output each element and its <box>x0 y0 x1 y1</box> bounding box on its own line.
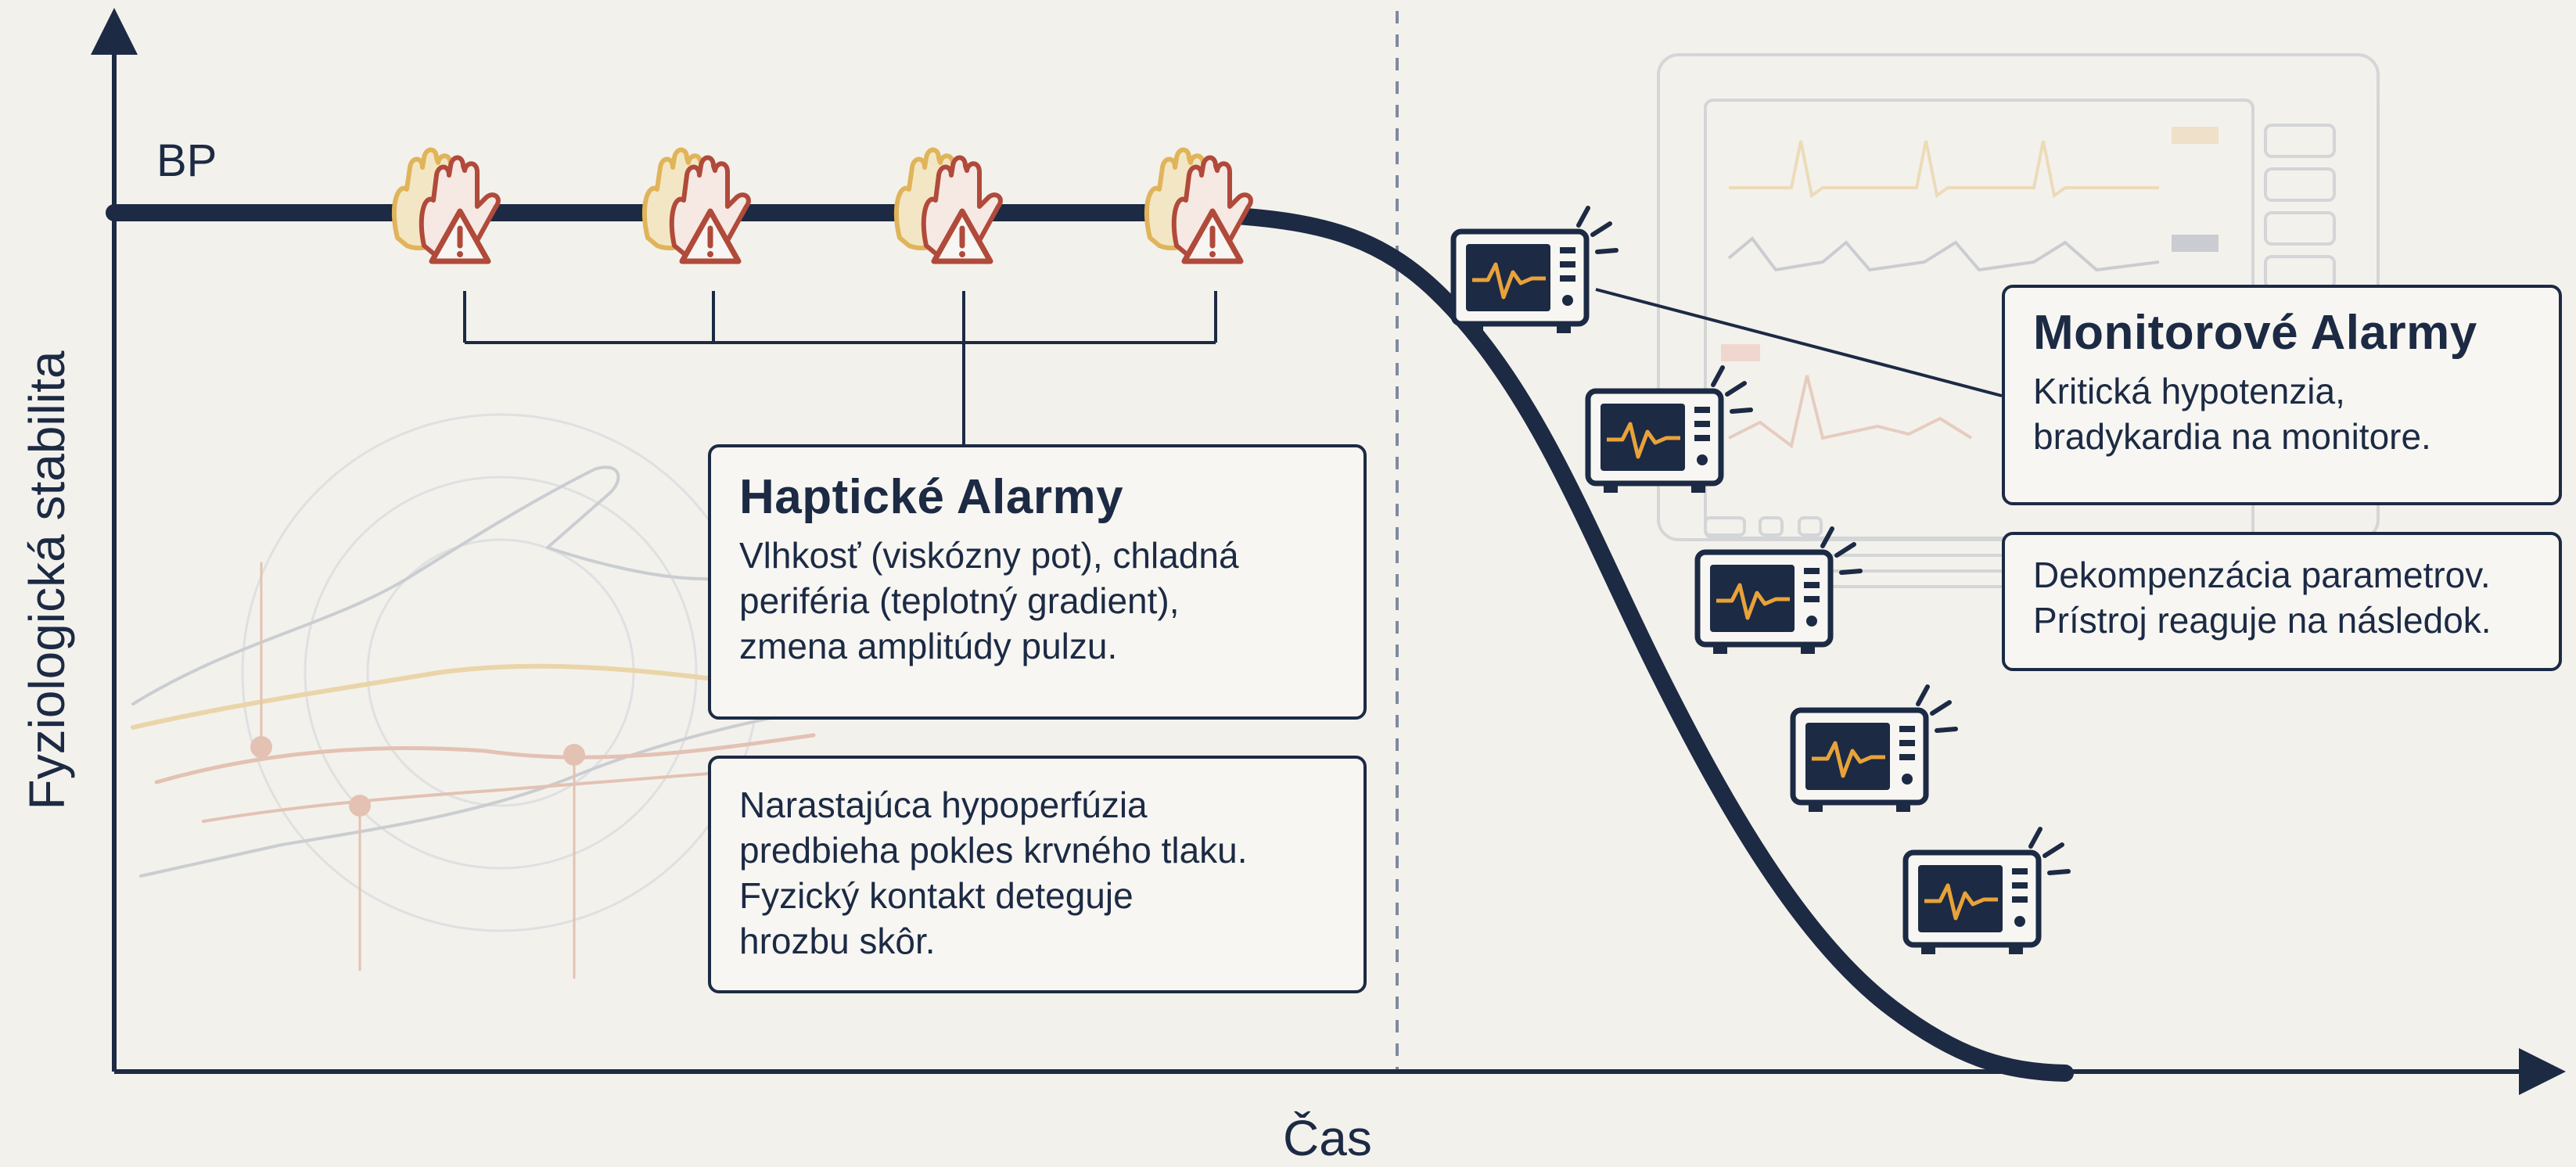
hand-warning-icon <box>1147 150 1251 262</box>
hand-warning-icon <box>645 150 749 262</box>
y-axis-label: Fyziologická stabilita <box>19 350 75 810</box>
monitor-note-line: Prístroj reaguje na následok. <box>2033 600 2492 641</box>
bp-curve <box>106 204 2074 1082</box>
monitor-note-line: Dekompenzácia parametrov. <box>2033 555 2491 595</box>
monitor-alarm-line: bradykardia na monitore. <box>2033 416 2431 457</box>
monitor-alarm-icon <box>1698 529 1860 654</box>
monitor-alarm-icon <box>1906 829 2068 954</box>
background-hand-illustration <box>131 413 846 979</box>
haptic-connector <box>463 291 1217 444</box>
monitor-note-box: Dekompenzácia parametrov. Prístroj reagu… <box>2002 532 2562 671</box>
hand-warning-icon <box>394 150 498 262</box>
monitor-alarm-icon <box>1793 687 1956 812</box>
monitor-alarm-icon <box>1453 208 1616 333</box>
haptic-note-line: predbieha pokles krvného tlaku. <box>739 830 1248 871</box>
x-axis-label: Čas <box>1283 1110 1372 1166</box>
haptic-alarm-line: Vlhkosť (viskózny pot), chladná <box>739 535 1239 576</box>
haptic-note-line: Fyzický kontakt deteguje <box>739 875 1134 916</box>
haptic-alarm-title: Haptické Alarmy <box>739 470 1124 524</box>
monitor-alarm-icon <box>1588 368 1751 493</box>
haptic-alarm-line: periféria (teplotný gradient), <box>739 580 1180 621</box>
monitor-connector <box>1595 288 2003 397</box>
hand-warning-icon <box>896 150 1001 262</box>
haptic-alarm-box: Haptické Alarmy Vlhkosť (viskózny pot), … <box>708 444 1367 720</box>
haptic-note-box: Narastajúca hypoperfúzia predbieha pokle… <box>708 756 1367 993</box>
monitor-alarm-title: Monitorové Alarmy <box>2033 306 2477 360</box>
haptic-alarm-line: zmena amplitúdy pulzu. <box>739 626 1118 666</box>
monitor-alarm-line: Kritická hypotenzia, <box>2033 371 2345 411</box>
haptic-note-line: Narastajúca hypoperfúzia <box>739 785 1148 825</box>
haptic-note-line: hrozbu skôr. <box>739 921 936 961</box>
bp-curve-label: BP <box>156 135 217 186</box>
monitor-alarm-box: Monitorové Alarmy Kritická hypotenzia, b… <box>2002 285 2562 505</box>
